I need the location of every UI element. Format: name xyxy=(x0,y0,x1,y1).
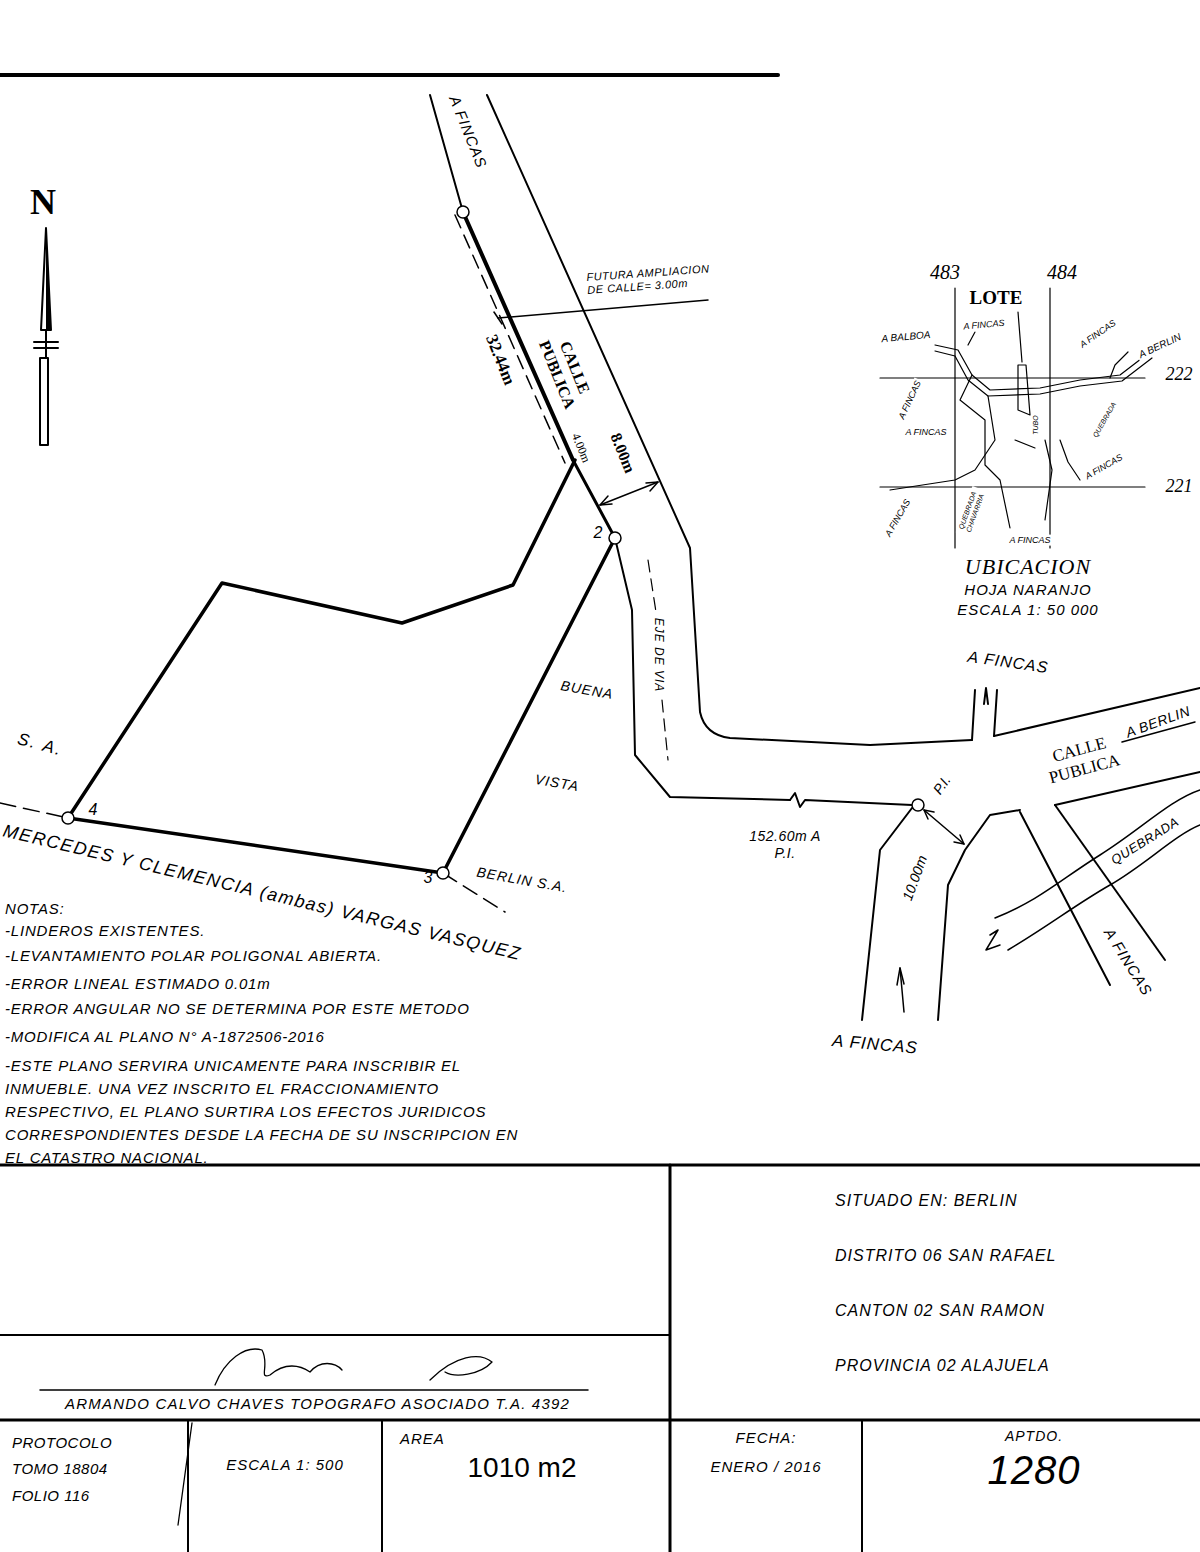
location-label: 483 xyxy=(930,260,960,284)
plan-label: A FINCAS xyxy=(445,91,492,172)
location-label: A FINCAS xyxy=(1007,535,1052,546)
plan-label: A FINCAS xyxy=(966,647,1049,677)
location-label: LOTE xyxy=(970,287,1023,310)
title-text: ENERO / 2016 xyxy=(710,1458,821,1476)
plan-label: 152.60m A P.I. xyxy=(745,828,825,862)
location-label: ESCALA 1: 50 000 xyxy=(957,601,1098,619)
plan-label: A FINCAS xyxy=(1099,923,1157,1001)
plan-label: A BERLIN xyxy=(1124,703,1193,742)
location-label: HOJA NARANJO xyxy=(964,581,1091,599)
note-text: -LEVANTAMIENTO POLAR POLIGONAL ABIERTA. xyxy=(5,947,382,965)
location-label: 484 xyxy=(1047,260,1077,284)
location-label: A BALBOA xyxy=(879,329,933,346)
note-text: NOTAS: xyxy=(5,900,65,918)
point-number: 4 xyxy=(89,800,98,819)
scale-box: ESCALA 1: 500 xyxy=(188,1420,382,1552)
title-text: ARMANDO CALVO CHAVES TOPOGRAFO ASOCIADO … xyxy=(65,1395,570,1413)
protocol-box: PROTOCOLO TOMO 18804 FOLIO 116 xyxy=(0,1420,188,1552)
note-text: -LINDEROS EXISTENTES. xyxy=(5,922,205,940)
date-box: FECHA: ENERO / 2016 xyxy=(670,1420,862,1552)
title-text: PROTOCOLO TOMO 18804 FOLIO 116 xyxy=(12,1430,130,1509)
location-label: QUEBRADA xyxy=(1091,399,1120,441)
title-text: PROVINCIA 02 ALAJUELA xyxy=(835,1356,1050,1375)
note-text: -ERROR LINEAL ESTIMADO 0.01m xyxy=(5,975,271,993)
title-text: FECHA: xyxy=(735,1429,796,1447)
location-label: A FINCAS xyxy=(1082,451,1127,483)
area-box: AREA 1010 m2 xyxy=(382,1420,670,1552)
plan-label: S. A. xyxy=(15,729,65,761)
location-box: SITUADO EN: BERLIN DISTRITO 06 SAN RAFAEL… xyxy=(670,1165,1200,1420)
plan-label: EJE DE VIA xyxy=(652,616,666,695)
title-text: AREA xyxy=(400,1430,445,1448)
title-text: APTDO. xyxy=(1005,1428,1063,1445)
plan-label: FUTURA AMPLIACION DE CALLE= 3.00m xyxy=(586,262,713,297)
plan-label: P.I. xyxy=(930,772,955,797)
location-label: UBICACION xyxy=(965,554,1091,580)
title-text: CANTON 02 SAN RAMON xyxy=(835,1301,1045,1320)
point-number: 3 xyxy=(424,868,433,887)
title-text: SITUADO EN: BERLIN xyxy=(835,1191,1017,1210)
location-label: QUEBRADA CHAVARRIA xyxy=(956,486,989,538)
note-text: -ERROR ANGULAR NO SE DETERMINA POR ESTE … xyxy=(5,1000,470,1018)
note-text: -ESTE PLANO SERVIRA UNICAMENTE PARA INSC… xyxy=(5,1055,525,1170)
north-label: N xyxy=(30,181,56,224)
plan-label: CALLE PUBLICA xyxy=(532,323,601,420)
location-label: A FINCAS xyxy=(882,496,914,541)
location-label: A FINCAS xyxy=(961,318,1007,333)
note-text: -MODIFICA AL PLANO N° A-1872506-2016 xyxy=(5,1028,325,1046)
title-text: ESCALA 1: 500 xyxy=(226,1456,344,1474)
plan-label: VISTA xyxy=(534,771,581,795)
location-label: 221 xyxy=(1164,476,1195,498)
point-number: 2 xyxy=(594,523,603,542)
location-label: A FINCAS xyxy=(896,377,925,423)
plan-label: MERCEDES Y CLEMENCIA (ambas) VARGAS VASQ… xyxy=(1,820,524,965)
location-label: TUBO xyxy=(1032,413,1040,436)
plan-label: 32.44m xyxy=(481,332,520,388)
plan-label: BUENA xyxy=(559,677,614,703)
location-label: 222 xyxy=(1164,364,1195,386)
plan-label: CALLE PUBLICA xyxy=(1033,729,1130,792)
plan-label: 8.00m xyxy=(606,430,639,476)
location-label: A FINCAS xyxy=(903,427,948,438)
title-text: DISTRITO 06 SAN RAFAEL xyxy=(835,1246,1056,1265)
plan-label: BERLIN S.A. xyxy=(475,864,568,897)
title-text: 1010 m2 xyxy=(468,1451,577,1485)
surveyor-box: ARMANDO CALVO CHAVES TOPOGRAFO ASOCIADO … xyxy=(0,1335,670,1420)
location-label: A BERLIN xyxy=(1135,330,1185,362)
location-label: A FINCAS xyxy=(1076,317,1119,352)
plan-label: A FINCAS xyxy=(831,1031,918,1059)
plan-label: 10.00m xyxy=(899,853,931,903)
title-text: 1280 xyxy=(988,1446,1081,1494)
record-box: APTDO.1280 xyxy=(862,1420,1200,1552)
